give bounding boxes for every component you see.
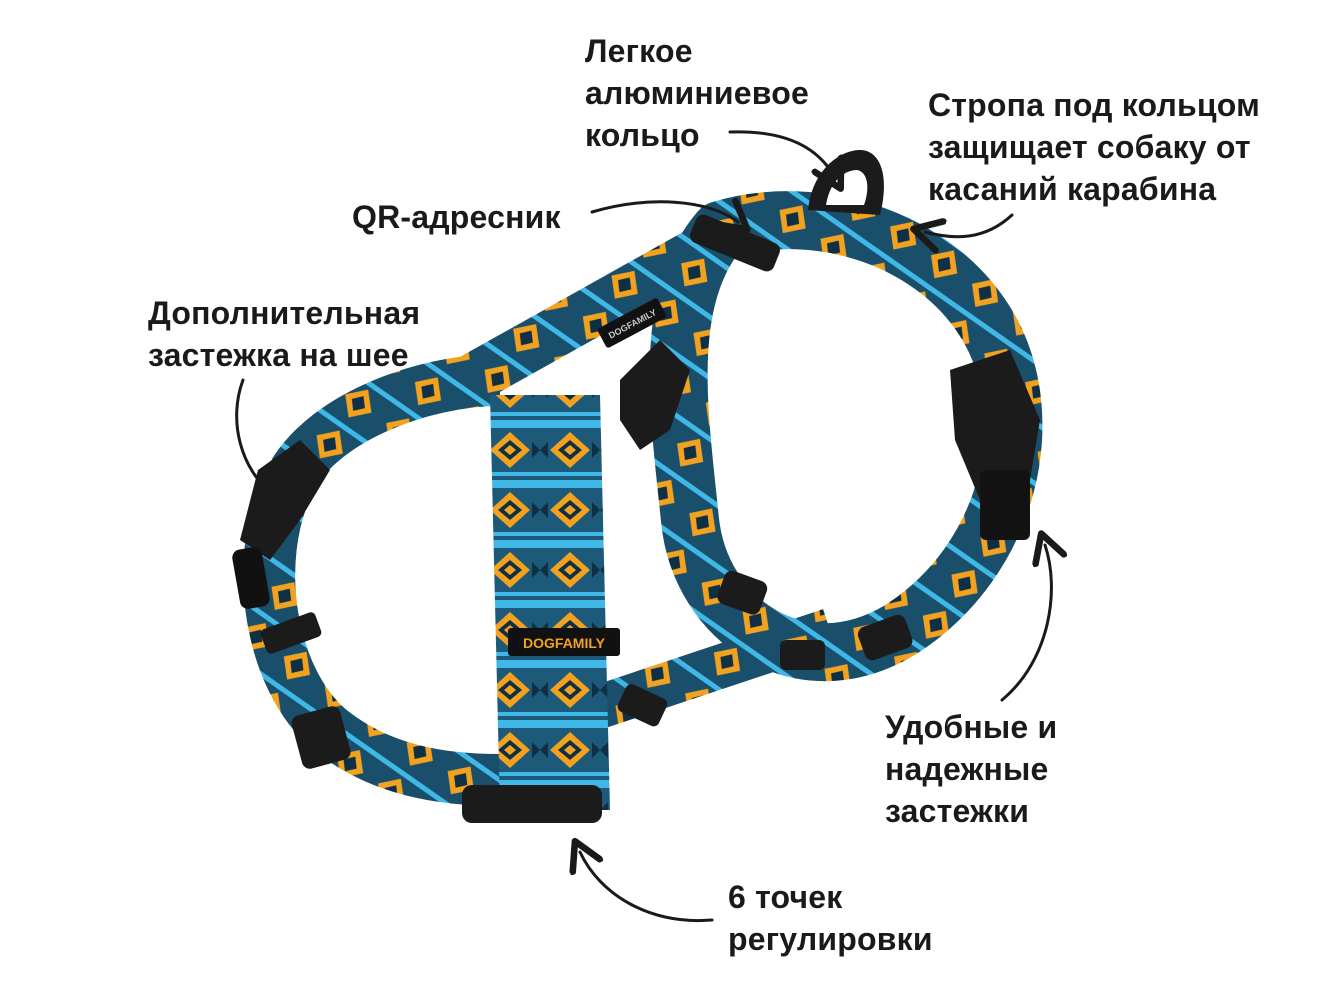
callout-arrows	[235, 130, 1052, 923]
label-line: Удобные и	[885, 709, 1058, 745]
label-line: QR-адресник	[352, 199, 561, 235]
label-adjust-points: 6 точек регулировки	[728, 876, 933, 960]
arrow-buckles	[1000, 545, 1051, 702]
d-ring	[808, 150, 884, 215]
label-buckles: Удобные и надежные застежки	[885, 706, 1057, 832]
label-line: Дополнительная	[148, 295, 421, 331]
front-neck-loop	[243, 354, 501, 806]
slider-bottom	[462, 785, 602, 823]
brand-patch-main: DOGFAMILY	[508, 628, 620, 656]
label-line: касаний карабина	[928, 171, 1217, 207]
label-line: кольцо	[585, 117, 700, 153]
buckle-top-left	[620, 340, 690, 450]
arrow-strap	[925, 213, 1014, 237]
slider-left-low	[291, 706, 351, 769]
top-strap	[457, 218, 733, 402]
slider-rear-low	[717, 570, 913, 661]
label-neck-buckle: Дополнительная застежка на шее	[148, 292, 420, 376]
label-line: Легкое	[585, 33, 693, 69]
arrow-qr	[590, 202, 738, 222]
arrow-adjust	[580, 852, 714, 923]
label-line: застежка на шее	[148, 337, 409, 373]
arrow-ring	[728, 130, 835, 178]
label-qr-tag: QR-адресник	[352, 196, 561, 238]
label-line: защищает собаку от	[928, 129, 1251, 165]
slider-mid	[260, 612, 825, 727]
arrow-neck	[235, 378, 275, 496]
label-line: застежки	[885, 793, 1030, 829]
label-line: регулировки	[728, 921, 933, 957]
label-line: Стропа под кольцом	[928, 87, 1260, 123]
chest-strap	[490, 395, 610, 810]
label-aluminium-ring: Легкое алюминиевое кольцо	[585, 30, 809, 156]
label-strap-protection: Стропа под кольцом защищает собаку от ка…	[928, 84, 1260, 210]
slider-top	[690, 214, 780, 272]
buckle-side-right	[950, 350, 1040, 540]
brand-patch-main-text: DOGFAMILY	[523, 635, 606, 651]
label-line: надежные	[885, 751, 1049, 787]
label-line: алюминиевое	[585, 75, 809, 111]
label-line: 6 точек	[728, 879, 843, 915]
